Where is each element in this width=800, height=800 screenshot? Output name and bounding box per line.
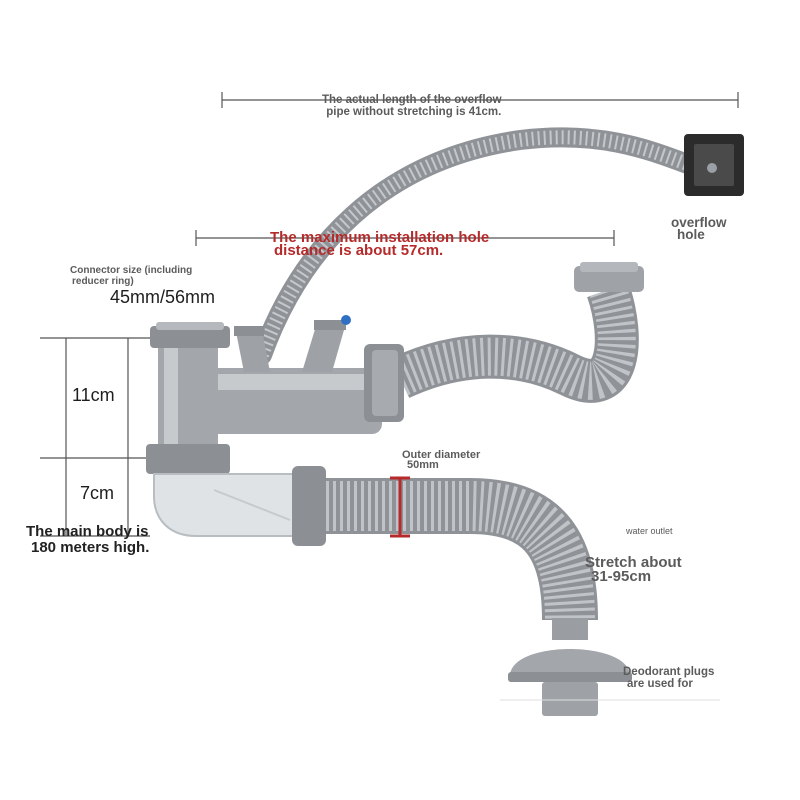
deodorant-line2: are used for bbox=[627, 678, 693, 691]
connector-size: 45mm/56mm bbox=[110, 287, 216, 307]
clear-trap bbox=[153, 473, 301, 537]
overflow-length-line1: The actual length of the overflow bbox=[322, 94, 502, 106]
install-distance-line2: distance is about 57cm. bbox=[274, 241, 444, 259]
connector-line1: Connector size (including bbox=[70, 265, 193, 276]
install-distance-dimension bbox=[195, 230, 615, 246]
overflow-length-dimension bbox=[221, 92, 739, 108]
deodorant-plug bbox=[500, 618, 720, 716]
stretch-line1: Stretch about bbox=[585, 554, 682, 571]
outer-diameter-line2: 50mm bbox=[407, 458, 439, 471]
height-upper-label: 11cm bbox=[72, 385, 115, 405]
overflow-hole-line2: hole bbox=[677, 227, 705, 243]
outer-diameter-label: Outer diameter 50mm bbox=[402, 449, 481, 471]
lower-hose-ribs bbox=[326, 481, 595, 621]
deodorant-line1: Deodorant plugs bbox=[623, 666, 715, 678]
mid-ring bbox=[146, 444, 230, 474]
install-distance-line1: The maximum installation hole bbox=[270, 229, 490, 246]
water-outlet-label: water outlet bbox=[626, 526, 673, 536]
install-distance-label: The maximum installation hole distance i… bbox=[270, 230, 489, 259]
height-lower-label: 7cm bbox=[80, 483, 115, 503]
main-body-label: The main body is 180 meters high. bbox=[26, 524, 149, 556]
overflow-cover-icon bbox=[684, 134, 744, 196]
overflow-hole-line1: overflow bbox=[671, 215, 727, 230]
overflow-hose-ribs bbox=[255, 130, 693, 358]
main-body-line2: 180 meters high. bbox=[31, 538, 150, 556]
height-dimension bbox=[40, 337, 150, 537]
side-inlets bbox=[234, 315, 351, 372]
sink-connector bbox=[574, 266, 644, 292]
overflow-length-label: The actual length of the overflow pipe w… bbox=[322, 94, 502, 118]
connector-label: Connector size (including reducer ring) bbox=[70, 265, 193, 287]
connector-line2: reducer ring) bbox=[72, 275, 134, 287]
main-body-line1: The main body is bbox=[26, 523, 149, 540]
red-caliper-icon bbox=[390, 476, 410, 538]
stretch-line2: 31-95cm bbox=[591, 567, 652, 585]
stretch-label: Stretch about 31-95cm bbox=[585, 555, 682, 585]
top-ring bbox=[150, 326, 230, 348]
sink-hose-ribs bbox=[391, 283, 636, 400]
outer-diameter-line1: Outer diameter bbox=[402, 449, 481, 461]
overflow-length-line2: pipe without stretching is 41cm. bbox=[326, 106, 502, 119]
overflow-hole-label: overflow hole bbox=[671, 215, 727, 243]
lower-connector bbox=[292, 466, 326, 546]
deodorant-label: Deodorant plugs are used for bbox=[623, 666, 714, 690]
